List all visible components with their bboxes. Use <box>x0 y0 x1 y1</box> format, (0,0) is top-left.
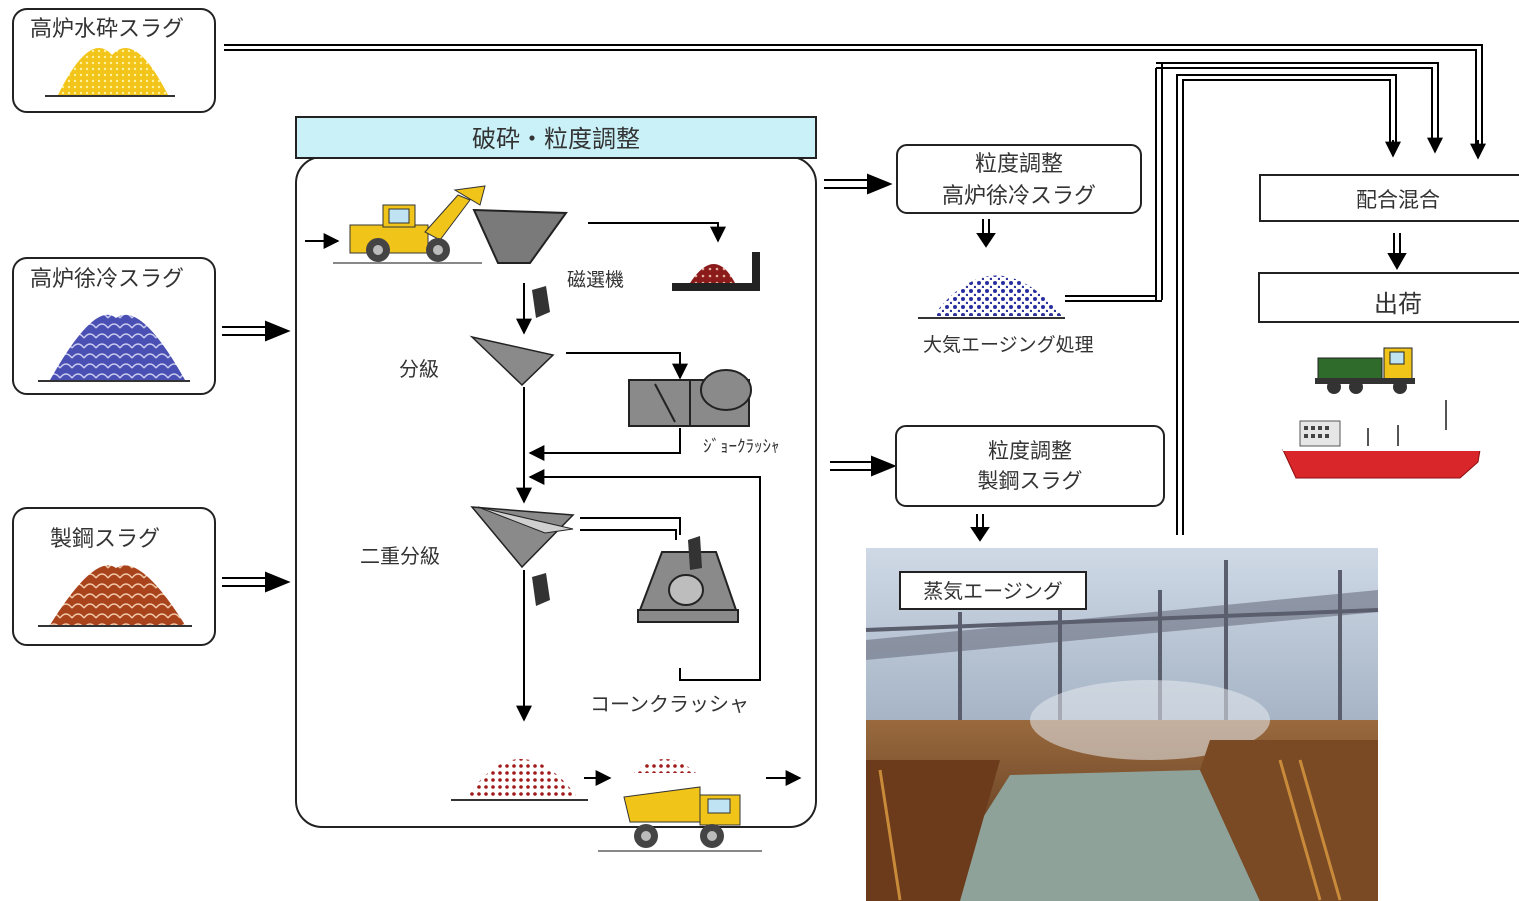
steam-aging-photo <box>865 548 1379 901</box>
wheel-loader-icon <box>333 185 486 264</box>
double-classifier-icon <box>470 506 575 569</box>
blue-slag-pile <box>50 314 185 380</box>
cargo-vessel-icon <box>1282 400 1483 479</box>
magnet-icon <box>532 286 550 318</box>
source-air-cooled-slag: 高炉徐冷スラグ <box>12 257 216 395</box>
steam-aging-label-box: 蒸気エージング <box>899 571 1087 610</box>
graded-blast-slag-box: 粒度調整 高炉徐冷スラグ <box>896 144 1142 214</box>
jaw-crusher-icon <box>628 369 752 427</box>
crushing-process-panel: 破砕・粒度調整 磁選機 分級 <box>295 116 817 852</box>
down-arrow-blend <box>1387 233 1407 271</box>
classify-label: 分級 <box>399 357 439 381</box>
process-out-arrow-1 <box>824 173 893 195</box>
brown-slag-pile <box>50 565 185 625</box>
source-steel-label: 製鋼スラグ <box>50 527 160 552</box>
aged-blast-slag-pile <box>933 275 1062 316</box>
classifier-icon <box>469 335 555 387</box>
magnetic-separator-label: 磁選機 <box>567 269 624 291</box>
process-header <box>295 116 817 159</box>
source-arrows <box>222 320 291 593</box>
jaw-crusher-label: ｼﾞｮｰｸﾗｯｼｬ <box>703 437 780 457</box>
ship-box: 出荷 <box>1258 272 1519 323</box>
air-aging-label: 大気エージング処理 <box>923 334 1094 356</box>
source-steel-slag: 製鋼スラグ <box>12 507 216 646</box>
blend-box: 配合混合 <box>1259 174 1519 222</box>
steam-aging-label: 蒸気エージング <box>923 579 1063 603</box>
graded-blast-line1: 粒度調整 <box>975 152 1063 177</box>
magnet-icon-2 <box>532 573 550 606</box>
cone-crusher-label: コーンクラッシャ <box>590 692 749 716</box>
graded-steel-line2: 製鋼スラグ <box>978 469 1083 493</box>
source-air-cooled-label: 高炉徐冷スラグ <box>30 267 184 292</box>
graded-steel-line1: 粒度調整 <box>988 439 1072 463</box>
process-out-arrow-2 <box>830 455 897 477</box>
graded-blast-line2: 高炉徐冷スラグ <box>942 184 1096 209</box>
ship-label: 出荷 <box>1374 290 1422 318</box>
shipping-truck-icon <box>1315 347 1415 394</box>
yellow-slag-pile <box>58 48 168 95</box>
source-granulated-slag: 高炉水砕スラグ <box>12 8 216 113</box>
process-title: 破砕・粒度調整 <box>472 125 640 153</box>
down-arrow-steel <box>970 514 990 542</box>
down-arrow-blast <box>976 219 996 248</box>
blend-label: 配合混合 <box>1356 188 1440 212</box>
graded-steel-slag-box: 粒度調整 製鋼スラグ <box>895 425 1165 507</box>
pile-to-blend-line <box>1065 295 1162 302</box>
product-pile <box>466 759 578 798</box>
double-classify-label: 二重分級 <box>360 544 440 568</box>
hopper-icon <box>472 208 568 264</box>
cone-crusher-icon <box>637 536 739 623</box>
magnetic-ore-pile <box>672 252 760 291</box>
source-granulated-label: 高炉水砕スラグ <box>30 17 184 42</box>
granulated-flow-line <box>224 44 1486 535</box>
dump-truck-icon <box>598 759 762 852</box>
